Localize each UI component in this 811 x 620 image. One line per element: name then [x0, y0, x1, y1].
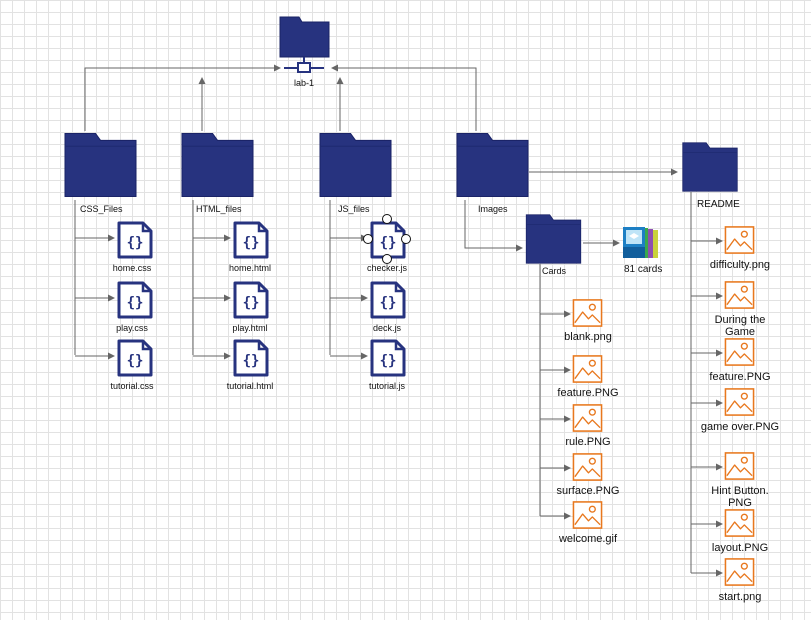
image-file-label: blank.png — [564, 331, 612, 343]
code-file-icon[interactable] — [370, 339, 406, 377]
code-file-icon[interactable] — [117, 281, 153, 319]
image-file-icon[interactable] — [724, 226, 755, 254]
readme-file-label: start.png — [718, 591, 762, 603]
code-file-icon[interactable] — [233, 221, 269, 259]
folder-icon-readme[interactable] — [682, 142, 738, 192]
image-stack-icon[interactable] — [623, 227, 658, 258]
image-file-label: rule.PNG — [565, 436, 611, 448]
readme-file-label: Hint Button. PNG — [711, 485, 769, 509]
image-file-icon[interactable] — [724, 509, 755, 537]
folder-icon-images[interactable] — [456, 132, 529, 198]
code-file-icon[interactable] — [233, 281, 269, 319]
readme-file-label: During the Game — [714, 314, 766, 338]
code-file-icon[interactable] — [117, 339, 153, 377]
image-file-icon[interactable] — [572, 355, 603, 383]
image-file-icon[interactable] — [724, 388, 755, 416]
root-label: lab-1 — [293, 78, 315, 88]
readme-file-label: game over.PNG — [700, 421, 780, 433]
code-file-icon[interactable] — [370, 221, 406, 259]
folder-icon-cards[interactable] — [525, 214, 582, 264]
folder-label-readme: README — [697, 199, 740, 210]
file-label: deck.js — [372, 323, 402, 333]
readme-file-label: difficulty.png — [709, 259, 771, 271]
network-folder-icon[interactable] — [279, 16, 330, 73]
image-file-icon[interactable] — [724, 281, 755, 309]
selection-handles[interactable] — [363, 214, 411, 264]
image-file-icon[interactable] — [572, 501, 603, 529]
folder-label-js: JS_files — [338, 204, 370, 214]
image-file-icon[interactable] — [724, 452, 755, 480]
folder-icon-html[interactable] — [181, 132, 254, 198]
file-label: checker.js — [366, 263, 408, 273]
folder-icon-css[interactable] — [64, 132, 137, 198]
file-label: play.html — [232, 323, 268, 333]
code-file-icon[interactable] — [370, 281, 406, 319]
code-file-icon[interactable] — [233, 339, 269, 377]
folder-label-images: Images — [478, 204, 508, 214]
folder-icon-js[interactable] — [319, 132, 392, 198]
edge-images-to-cards — [464, 200, 523, 252]
image-file-icon[interactable] — [572, 404, 603, 432]
file-label: home.css — [112, 263, 152, 273]
folder-label-html: HTML_files — [196, 204, 242, 214]
readme-file-label: layout.PNG — [711, 542, 769, 554]
folder-label-cards: Cards — [542, 266, 567, 276]
edge-css-to-root — [84, 64, 281, 131]
image-file-icon[interactable] — [572, 453, 603, 481]
image-file-label: surface.PNG — [556, 485, 620, 497]
image-file-icon[interactable] — [724, 558, 755, 586]
image-file-label: welcome.gif — [558, 533, 618, 545]
edge-images-to-root — [331, 64, 477, 131]
file-label: home.html — [228, 263, 272, 273]
image-file-label: feature.PNG — [557, 387, 619, 399]
file-label: play.css — [116, 323, 148, 333]
file-label: tutorial.css — [110, 381, 154, 391]
diagram-nodes — [64, 16, 755, 586]
readme-file-label: feature.PNG — [709, 371, 771, 383]
card-set-label: 81 cards — [624, 264, 663, 275]
connector-lines — [74, 64, 723, 577]
folder-label-css: CSS_Files — [80, 204, 123, 214]
image-file-icon[interactable] — [572, 299, 603, 327]
file-label: tutorial.js — [368, 381, 406, 391]
image-file-icon[interactable] — [724, 338, 755, 366]
code-file-icon[interactable] — [117, 221, 153, 259]
file-label: tutorial.html — [226, 381, 274, 391]
